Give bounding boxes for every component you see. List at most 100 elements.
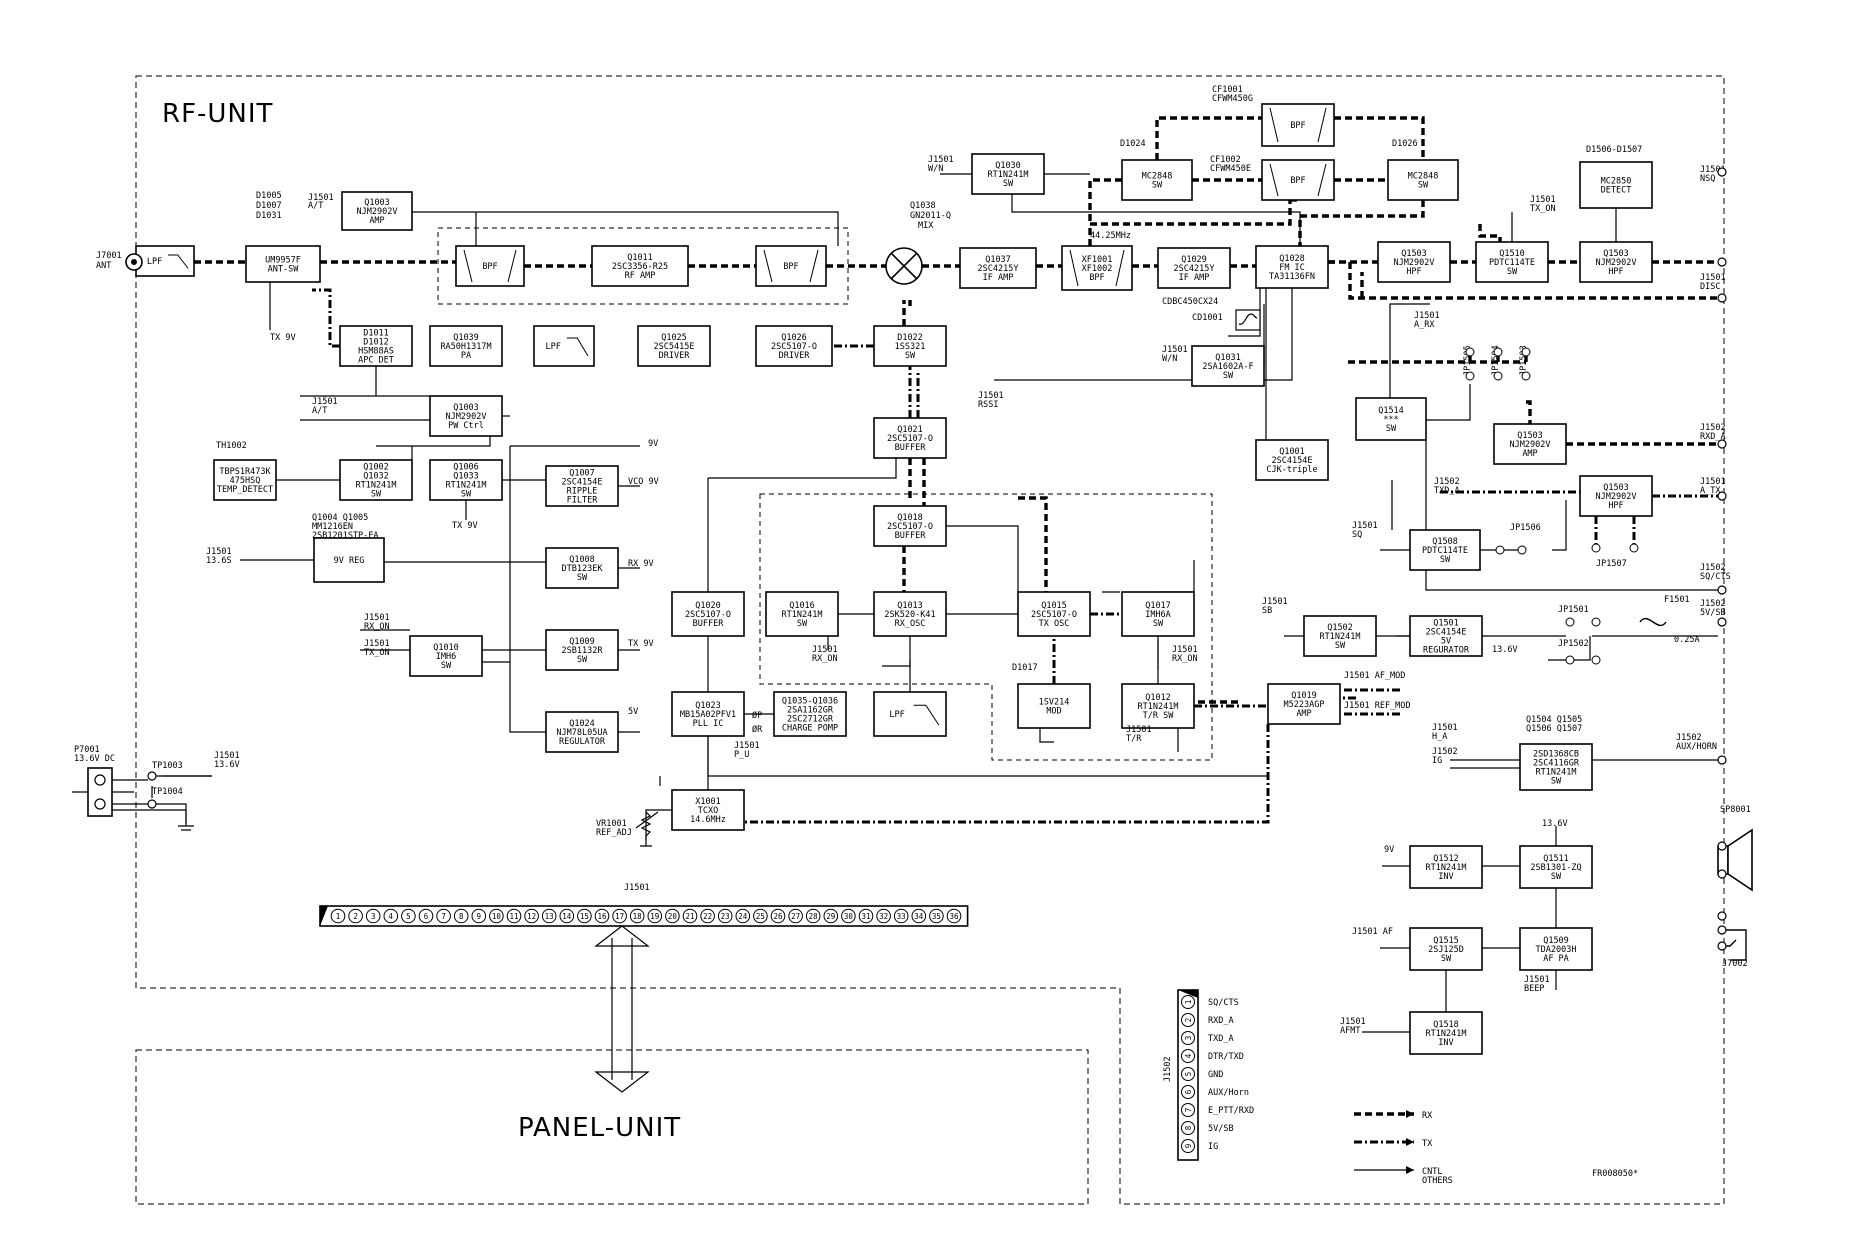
block-outline	[1157, 247, 1231, 289]
block-outline	[429, 459, 503, 501]
block-outline	[959, 247, 1037, 289]
j1502-pin-name: GND	[1208, 1070, 1223, 1080]
legend-arrow-icon	[1406, 1138, 1414, 1146]
j1501-pin	[453, 908, 469, 924]
net-label: REF_ADJ	[596, 828, 632, 838]
block-text: 475HSQ	[230, 476, 261, 486]
net-label: CDBC450CX24	[1162, 297, 1218, 307]
j1501-pin-number: 31	[861, 912, 870, 921]
block-text: 2SC5107-O	[771, 342, 817, 352]
block-text: LPF	[546, 342, 561, 352]
j1501-pin-number: 26	[773, 912, 783, 921]
j1502-pin-number: 3	[1184, 1036, 1193, 1041]
block-text: RT1N241M	[1426, 863, 1467, 873]
block-text: TBPS1R473K	[219, 467, 271, 477]
block-outline	[1017, 683, 1091, 729]
block-outline	[1579, 475, 1653, 517]
j1502-pin	[1181, 1067, 1195, 1081]
block-text: 1SS321	[895, 342, 926, 352]
block-text: Q1006	[453, 463, 479, 473]
block-text: MB15A02PFV1	[680, 710, 736, 720]
net-label: Q1004 Q1005	[312, 513, 368, 523]
block-text: SW	[905, 351, 916, 361]
j1501-pin-number: 36	[949, 912, 959, 921]
block-text: D1011	[363, 329, 389, 339]
j1502-pin-name: DTR/TXD	[1208, 1052, 1244, 1062]
block-outline	[313, 537, 385, 583]
net-label: NSQ	[1700, 174, 1715, 184]
block-lpf_ant: LPF	[135, 245, 195, 277]
block-text: Q1035-Q1036	[782, 697, 838, 707]
block-text: SW	[1386, 424, 1397, 434]
block-text: 2SC2712GR	[787, 715, 834, 725]
block-text: BUFFER	[895, 443, 927, 453]
net-label: RSSI	[978, 400, 998, 410]
block-outline	[1303, 615, 1377, 657]
net-label-vertical: JP1504	[1491, 345, 1501, 376]
block-text: INV	[1438, 1038, 1453, 1048]
net-label: CD1001	[1192, 313, 1223, 323]
rx-wire	[1334, 116, 1425, 160]
block-outline	[873, 325, 947, 367]
j1502-key	[1178, 990, 1198, 998]
block-text: IF AMP	[983, 273, 1014, 283]
block-text: RF AMP	[625, 271, 656, 281]
net-label: J1501	[812, 645, 838, 655]
block-text: RT1N241M	[988, 170, 1029, 180]
block-text: BPF	[783, 262, 798, 272]
j1501-pin-number: 3	[371, 912, 376, 921]
block-text: Q1018	[897, 513, 923, 523]
panel-unit-title: PANEL-UNIT	[518, 1113, 681, 1143]
block-outline	[755, 325, 833, 367]
j1501-pin	[577, 908, 592, 924]
j1502-pin-number: 6	[1184, 1089, 1193, 1094]
cn-wire	[1548, 636, 1591, 661]
j1501-pin	[946, 908, 962, 924]
net-label: J1501 AF	[1352, 927, 1393, 937]
block-text: ***	[1383, 415, 1398, 425]
j1501-pin	[383, 908, 399, 924]
block-outline	[671, 591, 745, 637]
block-outline	[1579, 161, 1653, 209]
j1502-pin-name: TXD_A	[1208, 1034, 1234, 1044]
block-text: 2SC4154E	[1426, 628, 1467, 638]
net-label: J1501	[1162, 345, 1188, 355]
block-text: IMH6A	[1145, 610, 1171, 620]
block-outline	[1519, 927, 1593, 971]
block-text: Q1016	[789, 601, 815, 611]
block-text: Q1019	[1291, 691, 1317, 701]
block-text: Q1501	[1433, 619, 1459, 629]
cn-wire	[1426, 384, 1471, 421]
block-outline	[545, 465, 619, 507]
block-text: SW	[441, 661, 452, 671]
block-outline	[213, 459, 277, 501]
block-text: AF PA	[1543, 954, 1569, 964]
j1501-pin	[647, 908, 663, 924]
j1501-pin-number: 5	[406, 912, 411, 921]
j1501-pin	[665, 908, 680, 924]
rx-wire	[1348, 262, 1718, 300]
bpf-icon	[463, 249, 517, 283]
cn-wire	[994, 288, 1293, 381]
cn-wire	[882, 636, 911, 667]
block-text: Q1511	[1543, 854, 1569, 864]
block-text: Q1502	[1327, 623, 1353, 633]
net-label: J1501	[364, 639, 390, 649]
net-label: 44.25MHz	[1090, 231, 1131, 241]
net-label: D1026	[1392, 139, 1418, 149]
block-text: Q1515	[1433, 936, 1459, 946]
block-lpf_pll: LPF	[873, 691, 947, 737]
net-label: MIX	[918, 221, 934, 231]
